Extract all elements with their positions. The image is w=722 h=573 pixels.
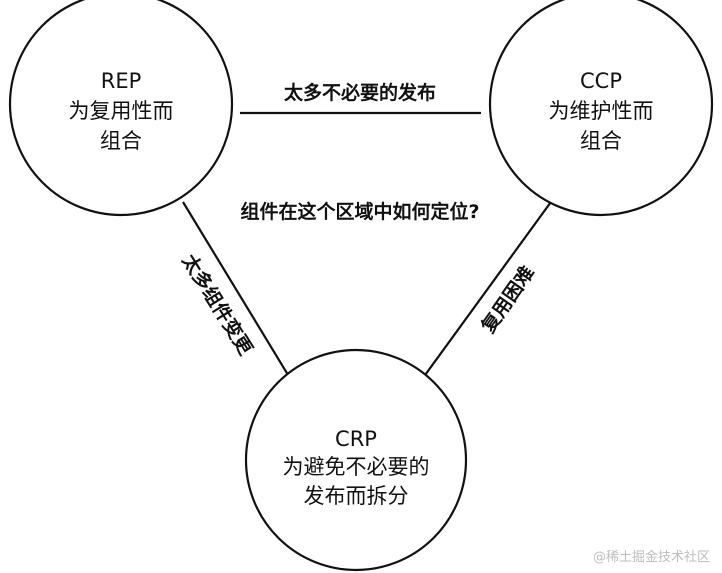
node-crp-line2: 发布而拆分 [304, 484, 409, 508]
node-crp-circle [244, 348, 468, 572]
node-rep-line1: 为复用性而 [69, 99, 174, 123]
node-crp: CRP 为避免不必要的 发布而拆分 [244, 348, 468, 572]
node-ccp-title: CCP [580, 69, 622, 93]
edge-rep-crp [182, 201, 300, 394]
edge-ccp-crp [411, 194, 557, 394]
watermark: @稀土掘金技术社区 [592, 550, 710, 565]
node-rep-circle [8, 0, 234, 217]
node-ccp-line1: 为维护性而 [549, 99, 654, 123]
node-crp-line1: 为避免不必要的 [283, 455, 430, 479]
node-rep-title: REP [101, 69, 142, 93]
node-rep-line2: 组合 [100, 129, 142, 153]
node-rep: REP 为复用性而 组合 [8, 0, 234, 217]
node-crp-title: CRP [335, 427, 377, 451]
edge-label-right: 复用困难 [476, 262, 539, 338]
center-question: 组件在这个区域中如何定位? [240, 200, 479, 223]
node-ccp-circle [488, 0, 714, 217]
edge-label-top: 太多不必要的发布 [284, 81, 436, 104]
node-ccp: CCP 为维护性而 组合 [488, 0, 714, 217]
node-ccp-line2: 组合 [580, 129, 622, 153]
